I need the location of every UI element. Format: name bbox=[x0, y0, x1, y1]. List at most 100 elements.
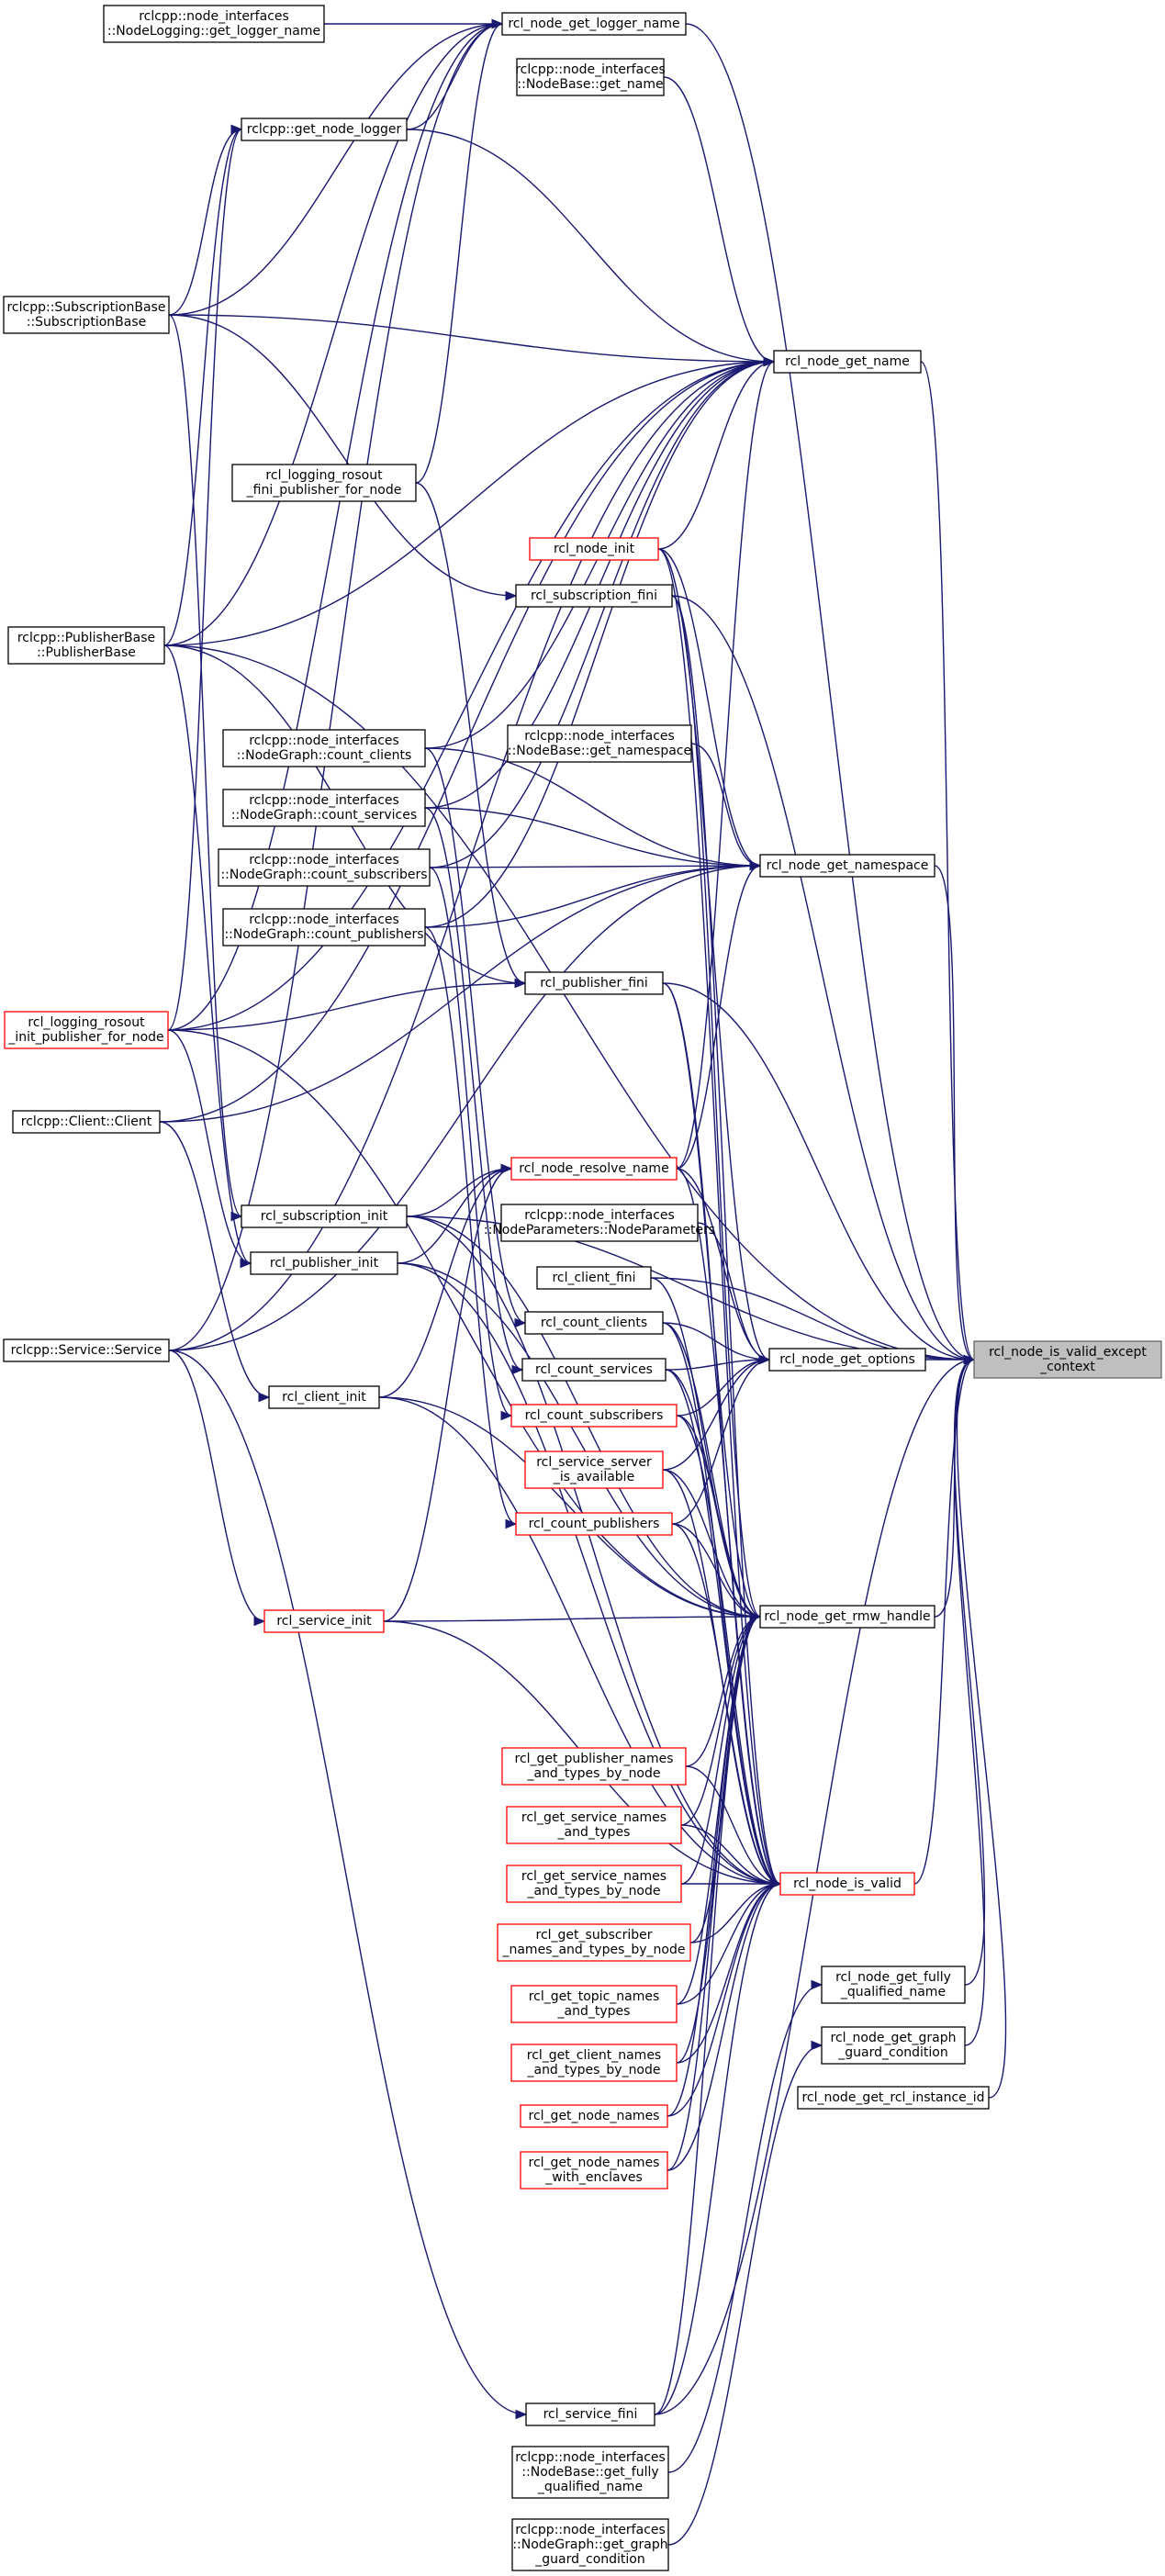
node-pub-names[interactable]: rcl_get_publisher_names_and_types_by_nod… bbox=[501, 1747, 687, 1786]
edge-get-name-to-count-publishers-if bbox=[424, 361, 775, 928]
node-label: ::NodeGraph::get_graph bbox=[512, 2537, 667, 2552]
node-is-valid[interactable]: rcl_node_is_valid bbox=[779, 1872, 915, 1896]
node-box bbox=[759, 854, 935, 878]
edge-get-rmw-handle-to-service-fini bbox=[654, 1616, 761, 2415]
node-pub-init[interactable]: rcl_publisher_init bbox=[250, 1251, 398, 1275]
node-client-names[interactable]: rcl_get_client_names_and_types_by_node bbox=[510, 2044, 678, 2082]
node-count-subscribers[interactable]: rcl_count_subscribers bbox=[510, 1404, 678, 1428]
node-get-namespace[interactable]: rcl_node_get_namespace bbox=[759, 854, 935, 878]
node-label: rcl_node_get_rmw_handle bbox=[764, 1609, 930, 1624]
node-box bbox=[222, 908, 426, 946]
node-count-publishers[interactable]: rcl_count_publishers bbox=[515, 1512, 673, 1536]
node-box bbox=[222, 789, 426, 827]
node-service-fini[interactable]: rcl_service_fini bbox=[525, 2402, 655, 2426]
edge-fq-name-to-base-fq-name bbox=[667, 1984, 823, 2473]
node-label: rclcpp::node_interfaces bbox=[249, 793, 399, 808]
node-label: _and_types bbox=[557, 2004, 631, 2019]
node-topic-names[interactable]: rcl_get_topic_names_and_types bbox=[510, 1985, 678, 2023]
edge-is-valid-except-to-get-namespace bbox=[934, 865, 975, 1361]
node-count-subscribers-if[interactable]: rclcpp::node_interfaces::NodeGraph::coun… bbox=[218, 848, 431, 887]
node-node-names[interactable]: rcl_get_node_names bbox=[520, 2104, 668, 2128]
node-label: rcl_publisher_fini bbox=[540, 976, 648, 991]
node-label: _fini_publisher_for_node bbox=[246, 483, 402, 498]
node-client-fini[interactable]: rcl_client_fini bbox=[536, 1266, 652, 1290]
node-logging-fini[interactable]: rcl_logging_rosout_fini_publisher_for_no… bbox=[231, 464, 417, 502]
node-count-services[interactable]: rcl_count_services bbox=[521, 1358, 667, 1382]
node-sub-base[interactable]: rclcpp::SubscriptionBase::SubscriptionBa… bbox=[3, 296, 170, 334]
node-node-params[interactable]: rclcpp::node_interfaces::NodeParameters:… bbox=[484, 1204, 715, 1242]
node-client-init[interactable]: rcl_client_init bbox=[268, 1385, 380, 1409]
node-box bbox=[263, 1609, 385, 1633]
edge-count-services-to-count-services-if bbox=[424, 807, 523, 1371]
node-label: ::NodeBase::get_namespace bbox=[508, 744, 691, 758]
node-pub-base[interactable]: rclcpp::PublisherBase::PublisherBase bbox=[7, 626, 165, 665]
edge-get-rmw-handle-to-service-init bbox=[383, 1616, 761, 1622]
node-count-clients-if[interactable]: rclcpp::node_interfaces::NodeGraph::coun… bbox=[222, 729, 426, 767]
edge-pub-init-to-logging-init bbox=[167, 1029, 252, 1264]
node-box bbox=[250, 1251, 398, 1275]
node-label: rcl_node_get_name bbox=[785, 354, 910, 369]
node-is-valid-except[interactable]: rcl_node_is_valid_except_context bbox=[973, 1340, 1162, 1379]
node-graph-guard[interactable]: rcl_node_get_graph_guard_condition bbox=[821, 2026, 966, 2065]
edge-is-valid-to-count-subscribers bbox=[676, 1415, 781, 1885]
node-service-ctor[interactable]: rclcpp::Service::Service bbox=[3, 1338, 170, 1362]
edge-sub-fini-to-sub-base bbox=[168, 314, 517, 597]
edge-get-namespace-to-client-ctor bbox=[159, 865, 761, 1123]
edge-get-rmw-handle-to-sub-fini bbox=[671, 595, 761, 1618]
node-label: ::NodeGraph::count_services bbox=[231, 808, 417, 823]
edge-is-valid-except-to-get-name bbox=[920, 361, 975, 1361]
node-node-names-enclaves[interactable]: rcl_get_node_names_with_enclaves bbox=[520, 2151, 668, 2190]
edge-get-options-to-count-publishers bbox=[671, 1359, 770, 1525]
node-label: rclcpp::node_interfaces bbox=[249, 913, 399, 927]
edge-pub-fini-to-logging-init bbox=[167, 982, 526, 1031]
edge-count-clients-to-count-clients-if bbox=[424, 747, 526, 1324]
node-logging-get[interactable]: rclcpp::node_interfaces::NodeLogging::ge… bbox=[103, 5, 325, 43]
node-count-services-if[interactable]: rclcpp::node_interfaces::NodeGraph::coun… bbox=[222, 789, 426, 827]
node-srv-names-node[interactable]: rcl_get_service_names_and_types_by_node bbox=[506, 1865, 682, 1903]
node-box bbox=[231, 464, 417, 502]
node-resolve-name[interactable]: rcl_node_resolve_name bbox=[510, 1157, 678, 1181]
node-fq-name[interactable]: rcl_node_get_fully_qualified_name bbox=[821, 1966, 966, 2004]
node-service-init[interactable]: rcl_service_init bbox=[263, 1609, 385, 1633]
node-instance-id[interactable]: rcl_node_get_rcl_instance_id bbox=[797, 2086, 990, 2110]
node-label: _with_enclaves bbox=[544, 2170, 643, 2185]
node-box bbox=[497, 1923, 691, 1962]
node-label: _is_available bbox=[553, 1470, 634, 1484]
node-get-name[interactable]: rcl_node_get_name bbox=[773, 350, 922, 374]
node-label: _guard_condition bbox=[837, 2045, 947, 2060]
node-label: _and_types_by_node bbox=[526, 1884, 660, 1898]
node-count-publishers-if[interactable]: rclcpp::node_interfaces::NodeGraph::coun… bbox=[222, 908, 426, 946]
node-sub-names-node[interactable]: rcl_get_subscriber_names_and_types_by_no… bbox=[497, 1923, 691, 1962]
edge-get-node-logger-to-sub-base bbox=[168, 129, 242, 316]
node-box bbox=[524, 1450, 664, 1489]
edge-get-namespace-to-count-clients-if bbox=[424, 747, 761, 867]
edge-get-namespace-to-node-init bbox=[657, 548, 761, 867]
node-sub-init[interactable]: rcl_subscription_init bbox=[241, 1204, 408, 1228]
node-get-node-logger[interactable]: rclcpp::get_node_logger bbox=[241, 118, 408, 141]
node-label: ::NodeLogging::get_logger_name bbox=[107, 24, 320, 39]
node-graph-get-guard[interactable]: rclcpp::node_interfaces::NodeGraph::get_… bbox=[511, 2518, 669, 2571]
node-box bbox=[510, 1157, 678, 1181]
node-label: rcl_subscription_init bbox=[261, 1209, 388, 1224]
edge-arrow-icon bbox=[491, 18, 504, 29]
node-pub-fini[interactable]: rcl_publisher_fini bbox=[524, 971, 664, 995]
node-get-rmw-handle[interactable]: rcl_node_get_rmw_handle bbox=[759, 1605, 935, 1629]
node-label: _init_publisher_for_node bbox=[7, 1030, 163, 1045]
node-base-get-name[interactable]: rclcpp::node_interfaces::NodeBase::get_n… bbox=[515, 58, 666, 96]
node-get-options[interactable]: rcl_node_get_options bbox=[768, 1348, 926, 1372]
node-base-get-ns[interactable]: rclcpp::node_interfaces::NodeBase::get_n… bbox=[507, 724, 692, 763]
node-sub-fini[interactable]: rcl_subscription_fini bbox=[515, 584, 673, 608]
node-logging-init[interactable]: rcl_logging_rosout_init_publisher_for_no… bbox=[4, 1011, 169, 1049]
node-label: rcl_get_node_names bbox=[529, 2109, 660, 2123]
node-srv-names[interactable]: rcl_get_service_names_and_types bbox=[506, 1806, 682, 1844]
node-label: ::NodeParameters::NodeParameters bbox=[484, 1223, 715, 1238]
node-box bbox=[510, 1404, 678, 1428]
node-client-ctor[interactable]: rclcpp::Client::Client bbox=[12, 1110, 161, 1134]
node-node-init[interactable]: rcl_node_init bbox=[529, 537, 659, 561]
node-label: rcl_node_get_namespace bbox=[767, 858, 929, 873]
node-box bbox=[516, 58, 665, 96]
node-base-fq-name[interactable]: rclcpp::node_interfaces::NodeBase::get_f… bbox=[511, 2446, 669, 2499]
node-get-logger-name[interactable]: rcl_node_get_logger_name bbox=[501, 12, 687, 36]
node-server-available[interactable]: rcl_service_server_is_available bbox=[524, 1450, 664, 1489]
node-count-clients[interactable]: rcl_count_clients bbox=[524, 1311, 664, 1335]
